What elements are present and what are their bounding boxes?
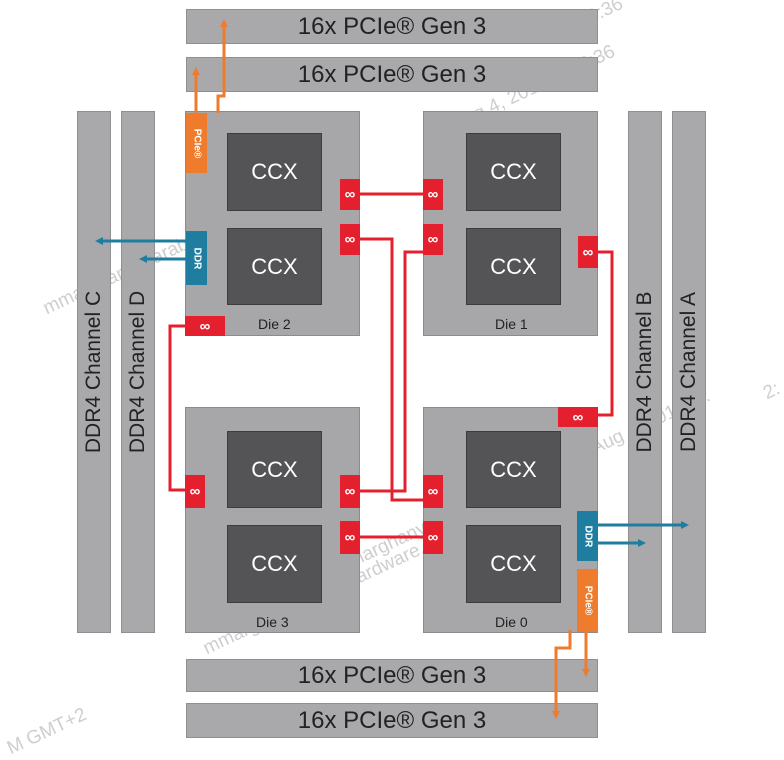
pcie-tag-die2: PCIe® [186,113,207,173]
infinity-fabric-links [168,192,614,539]
infinity-fabric-die0-left-bottom: ∞ [423,521,443,554]
pcie-bar-top-1: 16x PCIe® Gen 3 [186,9,598,44]
ddr-tag-die2: DDR [186,231,207,285]
ddr-tag-die0: DDR [577,511,598,561]
fabric-link-die1-die3 [357,250,424,493]
pcie-bar-bottom-2: 16x PCIe® Gen 3 [186,703,598,738]
infinity-fabric-die3-right-top: ∞ [340,475,360,508]
ccx-die0-top: CCX [466,431,561,508]
infinity-fabric-die1-left-top: ∞ [423,179,443,210]
pcie-bar-bottom-1: 16x PCIe® Gen 3 [186,659,598,692]
infinity-fabric-die2-right-top: ∞ [340,179,360,210]
pcie-arrow-top-2 [216,19,228,113]
ddr-tag-die2-label: DDR [191,247,203,269]
infinity-fabric-die1-right: ∞ [578,236,598,268]
ddr-arrows [95,237,689,547]
ddr-tag-die0-label: DDR [582,525,594,547]
infinity-fabric-die2-bottom: ∞ [185,316,225,336]
infinity-fabric-die3-left: ∞ [185,475,205,508]
fabric-link-die1-die0 [590,250,614,417]
die-2-label: Die 2 [258,316,291,332]
ddr4-channel-a: DDR4 Channel A [672,111,706,633]
pcie-tag-die0: PCIe® [577,569,598,632]
infinity-fabric-die1-left-bottom: ∞ [423,224,443,255]
die-3-label: Die 3 [256,614,289,630]
infinity-fabric-die3-right-bottom: ∞ [340,521,360,554]
ccx-die1-top: CCX [466,133,561,211]
ddr4-channel-c: DDR4 Channel C [77,111,111,633]
fabric-link-die2-die3 [168,324,187,492]
die-1-label: Die 1 [495,316,528,332]
ccx-die3-bottom: CCX [227,525,322,603]
ccx-die2-bottom: CCX [227,228,322,305]
infinity-fabric-die2-right-bottom: ∞ [340,224,360,255]
ddr4-channel-d: DDR4 Channel D [121,111,155,633]
infinity-fabric-die0-top: ∞ [558,407,598,427]
ccx-die1-bottom: CCX [466,228,561,305]
pcie-arrow-bottom-2 [552,630,572,719]
ccx-die0-bottom: CCX [466,525,561,603]
fabric-link-die2-die0 [357,237,424,502]
ccx-die3-top: CCX [227,431,322,508]
pcie-arrows [192,19,590,719]
pcie-bar-top-2: 16x PCIe® Gen 3 [186,57,598,92]
ccx-die2-top: CCX [227,133,322,211]
infinity-fabric-die0-left-top: ∞ [423,475,443,508]
pcie-tag-die0-label: PCIe® [582,585,594,616]
die-0-label: Die 0 [495,614,528,630]
pcie-tag-die2-label: PCIe® [191,128,203,158]
